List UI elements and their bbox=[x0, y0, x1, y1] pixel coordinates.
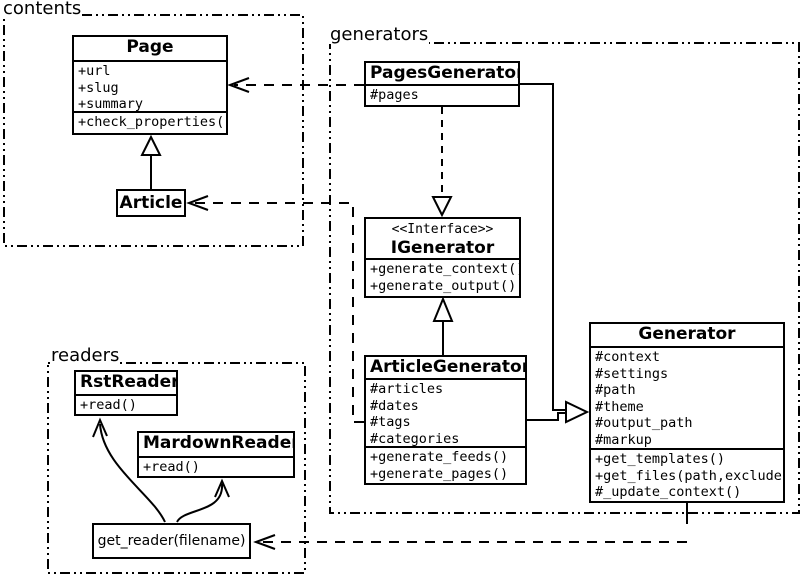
node-get-reader-label: get_reader(filename) bbox=[97, 533, 246, 549]
package-contents-label: contents bbox=[2, 0, 83, 19]
method-row: +get_files(path,exclude) bbox=[595, 467, 783, 484]
dependency-pagesgenerator-to-page bbox=[227, 77, 364, 93]
generalization-articlegenerator-to-igenerator bbox=[432, 296, 454, 355]
attribute-row: +url bbox=[78, 63, 111, 79]
class-articlegenerator: ArticleGenerator #articles #dates #tags … bbox=[364, 355, 527, 485]
attribute-row: #pages bbox=[370, 87, 419, 103]
class-generator-methods: +get_templates() +get_files(path,exclude… bbox=[591, 450, 783, 501]
class-igenerator-title: <<Interface>> IGenerator bbox=[366, 219, 519, 260]
class-igenerator: <<Interface>> IGenerator +generate_conte… bbox=[364, 217, 521, 298]
generalization-article-to-page bbox=[140, 134, 162, 189]
method-row: +check_properties() bbox=[78, 114, 226, 130]
attribute-row: #articles bbox=[370, 381, 444, 397]
class-article-title: Article bbox=[119, 192, 183, 213]
class-pagesgenerator-title: PagesGenerator bbox=[366, 63, 518, 86]
class-rstreader-title: RstReader bbox=[76, 372, 176, 396]
class-rstreader-methods: +read() bbox=[76, 396, 176, 414]
class-generator: Generator #context #settings #path #them… bbox=[589, 322, 785, 503]
realization-pagesgenerator-to-igenerator bbox=[431, 107, 453, 218]
attribute-row: #markup bbox=[595, 431, 652, 448]
class-page-attributes: +url +slug +summary bbox=[74, 62, 226, 113]
class-articlegenerator-attributes: #articles #dates #tags #categories bbox=[366, 380, 525, 448]
method-row: +get_templates() bbox=[595, 451, 726, 467]
class-page-title: Page bbox=[74, 37, 226, 62]
node-get-reader: get_reader(filename) bbox=[92, 523, 251, 559]
generalization-to-generator bbox=[519, 83, 590, 424]
class-pagesgenerator: PagesGenerator #pages bbox=[364, 61, 520, 107]
attribute-row: +summary bbox=[78, 96, 144, 112]
class-igenerator-stereotype: <<Interface>> bbox=[391, 222, 494, 237]
class-mardownreader-title: MardownReader bbox=[139, 433, 293, 458]
class-generator-title: Generator bbox=[591, 324, 783, 348]
class-igenerator-title-text: IGenerator bbox=[390, 238, 495, 258]
class-pagesgenerator-attributes: #pages bbox=[366, 86, 518, 105]
method-row: +generate_feeds() bbox=[370, 449, 509, 465]
class-mardownreader: MardownReader +read() bbox=[137, 431, 295, 478]
method-row: +read() bbox=[143, 459, 200, 475]
dependency-articlegenerator-to-article bbox=[186, 195, 364, 423]
package-readers-label: readers bbox=[50, 345, 121, 366]
attribute-row: #path bbox=[595, 382, 636, 398]
class-mardownreader-methods: +read() bbox=[139, 458, 293, 476]
class-page-methods: +check_properties() bbox=[74, 113, 226, 132]
method-row: +generate_pages() bbox=[370, 465, 509, 482]
attribute-row: #output_path bbox=[595, 415, 693, 431]
method-row: #_update_context() bbox=[595, 484, 742, 500]
package-contents-border bbox=[3, 14, 304, 247]
class-articlegenerator-title: ArticleGenerator bbox=[366, 357, 525, 380]
class-rstreader: RstReader +read() bbox=[74, 370, 178, 416]
class-igenerator-methods: +generate_context() +generate_output() bbox=[366, 260, 519, 295]
attribute-row: #settings bbox=[595, 365, 669, 382]
attribute-row: +slug bbox=[78, 79, 119, 96]
arrow-getreader-to-mardownreader bbox=[176, 478, 230, 523]
attribute-row: #dates bbox=[370, 397, 419, 414]
dependency-generator-to-getreader bbox=[253, 503, 688, 550]
attribute-row: #categories bbox=[370, 430, 460, 447]
class-articlegenerator-methods: +generate_feeds() +generate_pages() bbox=[366, 448, 525, 483]
method-row: +generate_context() bbox=[370, 261, 519, 277]
package-generators-label: generators bbox=[329, 24, 430, 45]
class-generator-attributes: #context #settings #path #theme #output_… bbox=[591, 348, 783, 450]
package-generators-border bbox=[329, 42, 800, 514]
class-page: Page +url +slug +summary +check_properti… bbox=[72, 35, 228, 135]
attribute-row: #tags bbox=[370, 414, 411, 430]
arrow-getreader-to-rstreader bbox=[92, 417, 166, 523]
class-article: Article bbox=[116, 189, 186, 217]
attribute-row: #context bbox=[595, 349, 661, 365]
method-row: +read() bbox=[80, 397, 137, 413]
method-row: +generate_output() bbox=[370, 277, 517, 294]
attribute-row: #theme bbox=[595, 398, 644, 415]
